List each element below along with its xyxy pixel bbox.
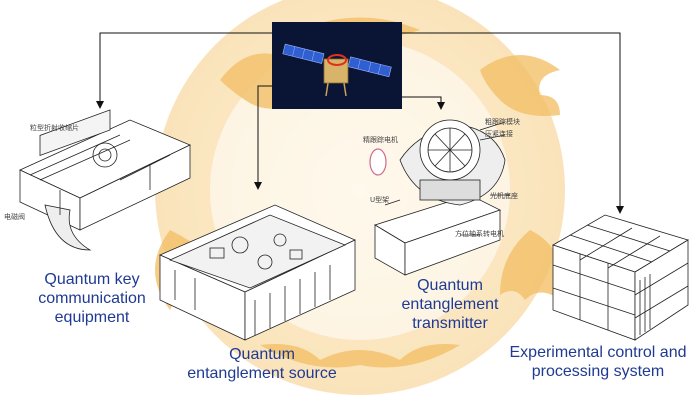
label-line: entanglement [401, 296, 499, 313]
arrow-to-key-communication [96, 32, 272, 109]
label-line: communication [38, 290, 146, 307]
entanglement-source-drawing [158, 204, 356, 341]
satellite-image [272, 22, 402, 109]
transmitter-annotation-5: U型架 [370, 196, 390, 204]
label-line: Quantum [417, 277, 483, 294]
label-line: entanglement source [187, 365, 337, 382]
label-line: transmitter [412, 315, 488, 332]
connector-lines [96, 32, 624, 214]
label-line: Quantum [229, 346, 295, 363]
key-comm-annotation-1: 粒型折射收缩片 [30, 124, 79, 132]
control-system-drawing [552, 214, 689, 341]
key-comm-annotation-2: 电磁阀 [4, 213, 25, 221]
label-quantum-key-communication: Quantum key communication equipment [12, 270, 172, 327]
arrow-to-experimental-control [402, 32, 624, 214]
solar-panel-right [347, 56, 392, 78]
arrow-to-entanglement-source [254, 85, 275, 190]
satellite-telescope [327, 54, 347, 66]
label-quantum-entanglement-transmitter: Quantum entanglement transmitter [380, 276, 520, 333]
label-line: processing system [531, 363, 665, 380]
transmitter-annotation-1: 精跟踪电机 [363, 136, 398, 144]
solar-panel-left [282, 43, 325, 64]
transmitter-annotation-2: 粗跟踪模块 [485, 118, 520, 126]
transmitter-annotation-6: 方位轴系转电机 [455, 230, 504, 238]
arrow-to-entanglement-transmitter [400, 96, 445, 110]
transmitter-annotation-4: 光机底座 [490, 192, 518, 200]
label-line: equipment [54, 309, 130, 326]
label-line: Quantum key [44, 271, 140, 288]
label-line: Experimental control and [509, 344, 687, 361]
transmitter-annotation-3: 压紧连接 [485, 130, 513, 138]
key-communication-drawing [19, 109, 191, 251]
entanglement-transmitter-drawing [369, 119, 510, 276]
label-experimental-control: Experimental control and processing syst… [498, 343, 698, 381]
label-quantum-entanglement-source: Quantum entanglement source [172, 345, 352, 383]
